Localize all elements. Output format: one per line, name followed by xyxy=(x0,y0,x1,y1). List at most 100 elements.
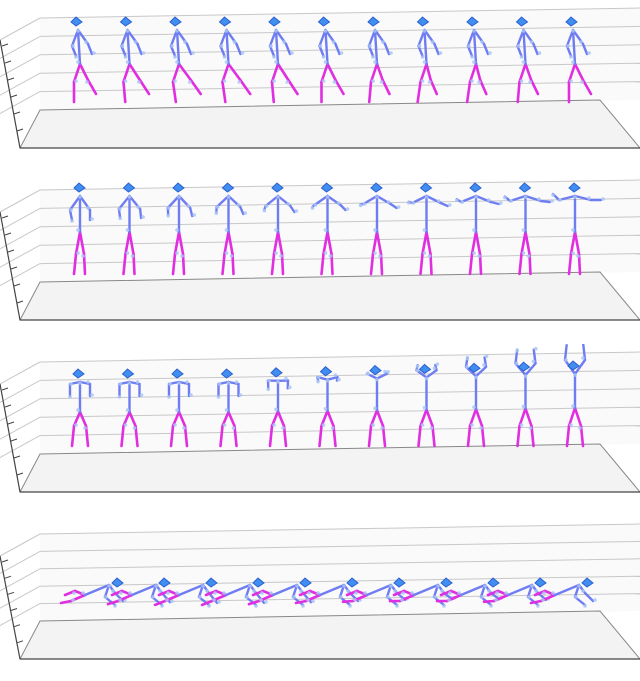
spine xyxy=(472,28,478,66)
joint-marker xyxy=(577,584,581,588)
grid-line xyxy=(39,179,640,191)
joint-marker xyxy=(281,426,285,430)
joint-marker xyxy=(201,584,205,588)
joint-marker xyxy=(528,80,532,84)
left-upper-arm xyxy=(313,194,329,207)
z-axis xyxy=(0,39,21,149)
joint-marker xyxy=(487,198,491,202)
left-shin xyxy=(468,252,474,276)
right-shin xyxy=(332,424,337,448)
joint-marker xyxy=(212,598,216,602)
joint-marker xyxy=(274,228,278,232)
right-thigh xyxy=(573,230,581,256)
left-thigh xyxy=(468,62,478,84)
joint-marker xyxy=(371,79,375,83)
floor-plane xyxy=(19,99,640,149)
joint-marker xyxy=(269,44,273,48)
joint-marker xyxy=(68,395,72,399)
joint-marker xyxy=(379,80,384,84)
joint-marker xyxy=(422,405,427,410)
axis-tick xyxy=(4,575,12,579)
joint-marker xyxy=(565,344,569,345)
joint-marker xyxy=(170,599,174,603)
joint-marker xyxy=(188,80,192,84)
joint-marker xyxy=(151,595,155,599)
head-marker xyxy=(218,16,232,27)
joint-marker xyxy=(74,423,78,427)
right-upper-arm xyxy=(573,358,587,376)
joint-marker xyxy=(581,356,585,360)
joint-marker xyxy=(111,589,115,593)
right-forearm xyxy=(383,42,391,56)
axis-tick xyxy=(7,77,15,81)
joint-marker xyxy=(207,604,211,608)
skeleton-figure-7 xyxy=(341,577,409,608)
joint-marker xyxy=(252,589,256,593)
head-marker xyxy=(299,577,312,588)
right-shin xyxy=(334,78,345,96)
right-thigh xyxy=(425,408,434,428)
right-shin xyxy=(381,78,391,96)
joint-marker xyxy=(514,361,519,366)
joint-marker xyxy=(578,426,582,430)
pose-plot-3 xyxy=(0,344,640,493)
head-marker xyxy=(469,182,482,193)
skeleton-figure-2 xyxy=(106,577,174,608)
head-marker xyxy=(416,16,430,27)
grid-line xyxy=(0,416,41,440)
joint-marker xyxy=(477,254,481,258)
left-upper-arm xyxy=(169,28,179,48)
left-shin xyxy=(268,424,274,448)
joint-marker xyxy=(550,199,554,203)
joint-marker xyxy=(435,362,440,366)
left-upper-arm xyxy=(367,28,377,48)
joint-marker xyxy=(519,423,524,427)
joint-marker xyxy=(479,426,483,430)
joint-marker xyxy=(415,364,420,368)
skeleton-figure-11 xyxy=(551,182,605,276)
joint-marker xyxy=(313,203,318,207)
grid-line xyxy=(0,263,41,287)
axis-tick xyxy=(16,300,24,304)
grid-line xyxy=(39,558,640,570)
head-marker xyxy=(320,182,334,193)
axis-tick xyxy=(13,111,21,115)
skeleton-figure-3 xyxy=(166,182,196,276)
grid-line xyxy=(0,379,41,403)
spine xyxy=(365,583,393,597)
joint-marker xyxy=(299,589,303,593)
joint-marker xyxy=(447,598,451,602)
right-thigh xyxy=(524,230,531,256)
joint-marker xyxy=(245,595,249,599)
axis-tick xyxy=(7,591,15,595)
right-forearm xyxy=(188,206,194,218)
left-thigh xyxy=(173,230,181,256)
right-thigh xyxy=(375,62,384,82)
joint-marker xyxy=(519,79,524,83)
joint-marker xyxy=(217,382,222,386)
joint-marker xyxy=(74,55,78,59)
joint-marker xyxy=(215,205,220,209)
joint-marker xyxy=(422,228,427,232)
right-forearm xyxy=(136,42,143,56)
joint-marker xyxy=(363,591,367,595)
joint-marker xyxy=(417,44,422,48)
left-shin xyxy=(72,252,78,276)
joint-marker xyxy=(69,382,73,386)
joint-marker xyxy=(503,195,507,200)
skeleton-figure-2 xyxy=(117,182,145,276)
right-shin xyxy=(282,424,288,448)
joint-marker xyxy=(422,251,427,255)
left-forearm xyxy=(563,344,568,362)
axis-tick xyxy=(4,404,12,408)
joint-marker xyxy=(422,29,427,33)
left-shin xyxy=(122,252,127,276)
right-thigh xyxy=(128,230,135,256)
joint-marker xyxy=(272,55,276,59)
joint-marker xyxy=(166,591,170,595)
joint-marker xyxy=(127,381,132,385)
left-shin xyxy=(171,252,177,276)
axis-tick xyxy=(10,438,18,442)
left-upper-arm xyxy=(166,194,181,210)
joint-marker xyxy=(272,79,276,83)
